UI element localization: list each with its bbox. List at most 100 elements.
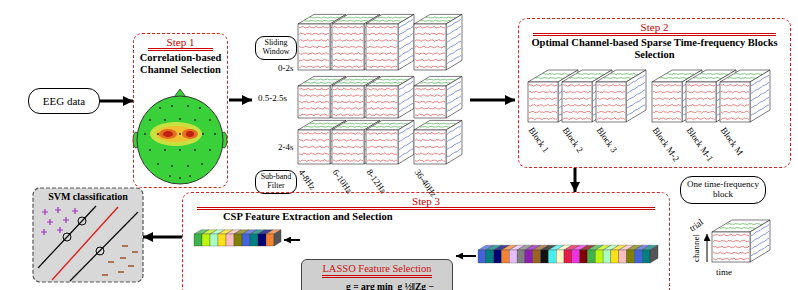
eeg-trace: [563, 104, 591, 106]
cube-side: [398, 76, 414, 118]
formula-box: LASSO Feature Selectiong = arg min_g ½‖Z…: [301, 259, 453, 290]
eeg-trace: [700, 74, 728, 75]
eeg-trace: [399, 103, 413, 111]
eeg-trace: [447, 126, 461, 135]
eeg-trace: [529, 118, 557, 120]
eeg-trace: [299, 160, 329, 162]
eeg-trace: [367, 39, 397, 41]
feature-segment: [580, 250, 588, 263]
feature-segment: [525, 250, 533, 263]
eeg-trace: [713, 246, 749, 248]
eeg-trace: [529, 91, 557, 93]
eeg-trace: [304, 20, 334, 21]
eeg-trace: [399, 56, 413, 65]
eeg-trace: [299, 114, 329, 116]
eeg-trace: [597, 91, 625, 93]
cube-front: [414, 130, 446, 164]
eeg-trace: [447, 89, 461, 97]
eeg-trace: [415, 146, 445, 148]
eeg-trace: [367, 95, 397, 97]
eeg-trace: [399, 96, 413, 105]
eeg-trace: [597, 111, 625, 113]
cube-side: [750, 220, 770, 262]
eeg-trace: [415, 88, 445, 90]
eeg-trace: [310, 123, 340, 125]
eeg-trace: [333, 26, 363, 28]
feature-segment: [533, 250, 541, 263]
eeg-trace: [338, 126, 368, 127]
axis-label: 0.5-2.5s: [258, 94, 287, 103]
eeg-trace: [372, 20, 402, 21]
bar-end: [650, 245, 658, 263]
axis-label: 0-2s: [278, 64, 294, 73]
eeg-trace: [721, 118, 749, 120]
eeg-trace: [563, 98, 591, 100]
eeg-trace: [597, 104, 625, 106]
eeg-trace: [576, 74, 604, 75]
eeg-trace: [529, 98, 557, 100]
eeg-trace: [299, 132, 329, 134]
eeg-trace: [447, 19, 461, 28]
cube-front: [596, 82, 626, 122]
eeg-trace: [378, 79, 408, 81]
eeg-trace: [563, 91, 591, 93]
axis-label: 4-8Hz: [297, 168, 317, 192]
eeg-trace: [333, 88, 363, 90]
eeg-trace: [415, 66, 445, 68]
eeg-trace: [338, 20, 368, 21]
feature-bar: [478, 245, 658, 263]
time-frequency-cube: [414, 14, 462, 70]
feature-segment: [509, 250, 517, 263]
eeg-trace: [627, 105, 645, 115]
eeg-trace: [597, 118, 625, 120]
axis-label: 2-4s: [278, 143, 294, 152]
eeg-trace: [653, 84, 681, 86]
eeg-trace: [415, 139, 445, 141]
cube-side: [446, 76, 462, 118]
eeg-trace: [299, 33, 329, 35]
eeg-trace: [333, 95, 363, 97]
tag-box: One time-frequency block: [680, 176, 766, 204]
eeg-trace: [563, 118, 591, 120]
eeg-trace: [299, 153, 329, 155]
eeg-trace: [713, 234, 749, 236]
time-frequency-cube: [596, 70, 646, 122]
feature-segment: [266, 234, 274, 246]
feature-segment: [634, 250, 642, 263]
eeg-trace: [597, 98, 625, 100]
eeg-trace: [627, 97, 645, 108]
eeg-trace: [333, 59, 363, 61]
node-heading: Sub-band Filter: [259, 173, 293, 191]
cube-front: [414, 86, 446, 118]
eeg-trace: [333, 66, 363, 68]
axis-label: Block 3: [595, 126, 619, 154]
time-frequency-cube: [712, 220, 770, 262]
eeg-trace: [721, 84, 749, 86]
axis-label: Block 1: [527, 126, 551, 154]
eeg-trace: [299, 53, 329, 55]
flow-arrow: [229, 99, 252, 102]
eeg-trace: [333, 33, 363, 35]
eeg-trace: [536, 78, 564, 79]
eeg-trace: [367, 26, 397, 28]
eeg-trace: [399, 81, 413, 89]
eeg-trace: [333, 46, 363, 48]
flow-arrow: [574, 168, 577, 192]
cube-front: [528, 82, 558, 122]
eeg-trace: [721, 98, 749, 100]
eeg-trace: [447, 26, 461, 34]
cube-front: [562, 82, 592, 122]
eeg-trace: [415, 33, 445, 35]
eeg-trace: [372, 82, 402, 83]
eeg-trace: [447, 96, 461, 104]
cube-side: [398, 120, 414, 164]
node-heading: Step 1: [148, 34, 213, 51]
step-panel: Step 1Correlation-based Channel Selectio…: [133, 33, 228, 188]
eeg-trace: [399, 48, 413, 56]
eeg-trace: [367, 107, 397, 109]
feature-segment: [242, 234, 250, 246]
eeg-trace: [415, 160, 445, 162]
cube-front: [652, 82, 682, 122]
eeg-trace: [694, 78, 722, 79]
eeg-trace: [415, 101, 445, 103]
